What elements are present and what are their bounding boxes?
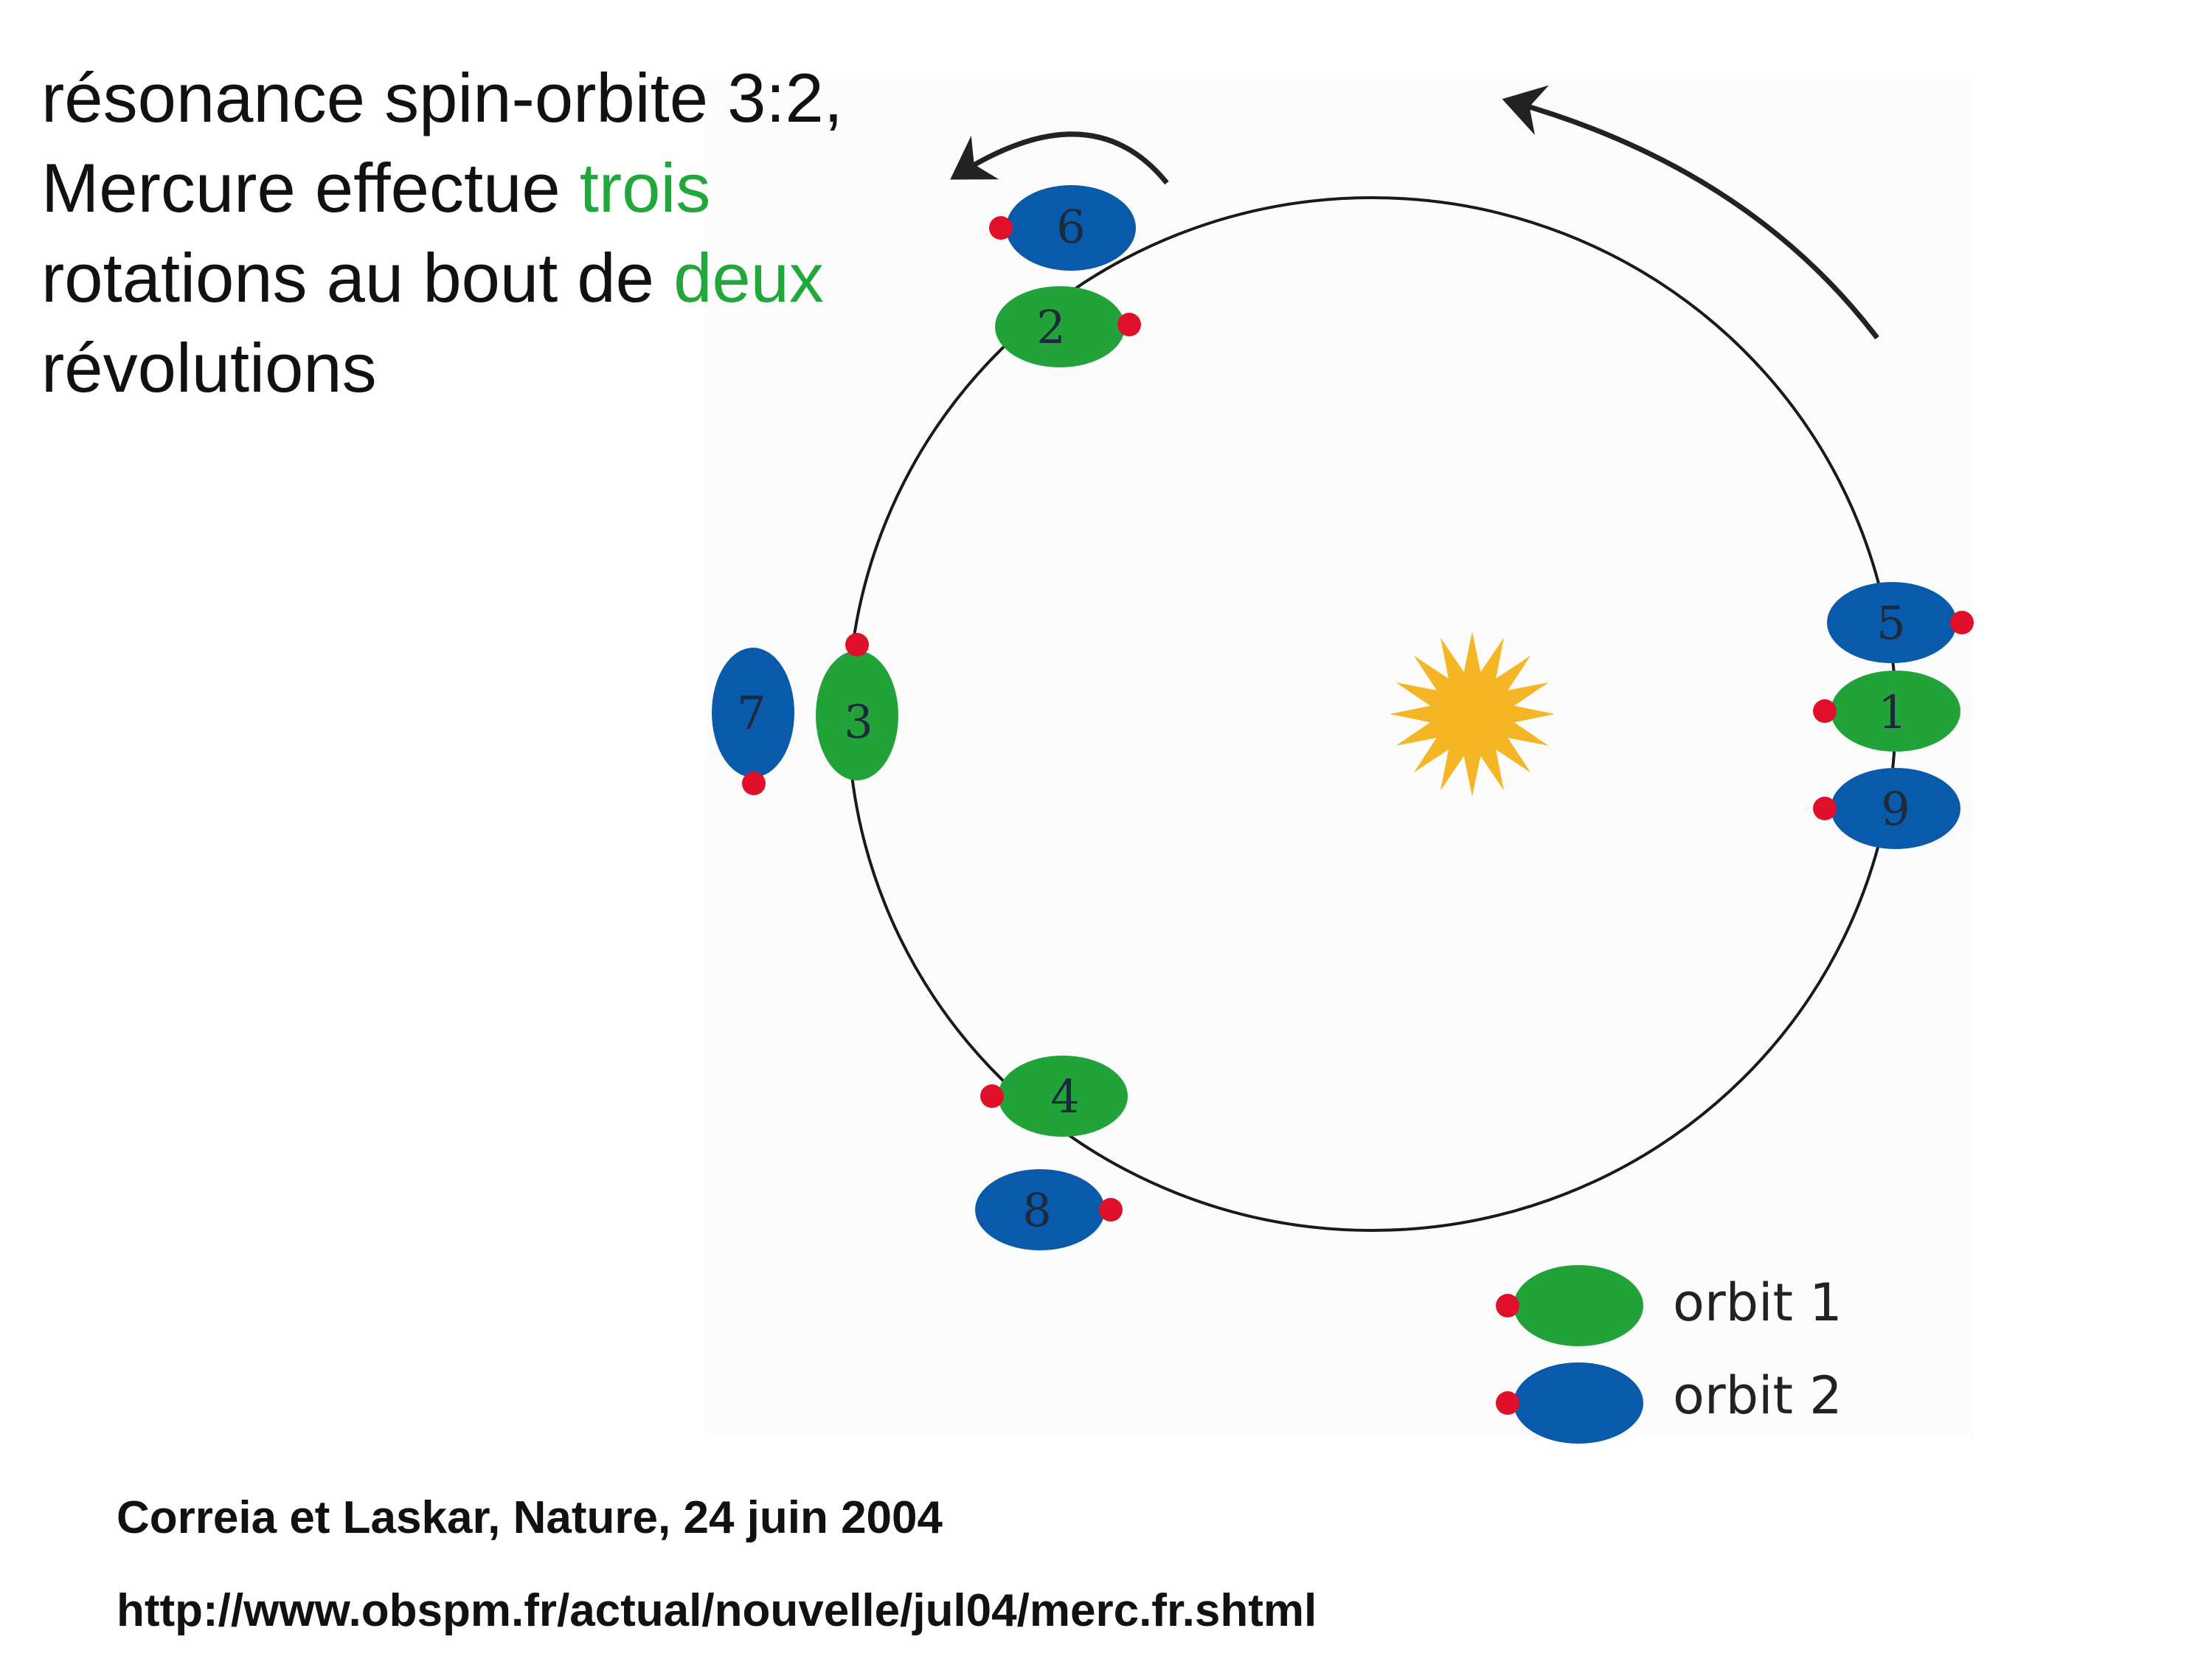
position-label: 4 bbox=[1050, 1070, 1079, 1123]
surface-marker bbox=[1099, 1198, 1123, 1222]
caption-text: rotations au bout de bbox=[41, 239, 674, 316]
legend-label: orbit 2 bbox=[1673, 1365, 1842, 1426]
planet-position-3: 3 bbox=[816, 633, 898, 780]
surface-marker bbox=[1813, 699, 1837, 723]
planet-position-4: 4 bbox=[980, 1056, 1128, 1137]
surface-marker bbox=[1950, 611, 1974, 634]
planet-body bbox=[1827, 582, 1957, 663]
caption-line-1: résonance spin-orbite 3:2, bbox=[41, 59, 843, 136]
caption: résonance spin-orbite 3:2, Mercure effec… bbox=[41, 53, 843, 413]
surface-marker bbox=[845, 633, 869, 657]
planet-body bbox=[1006, 185, 1136, 271]
position-label: 7 bbox=[737, 686, 766, 740]
planet-position-1: 1 bbox=[1813, 671, 1960, 752]
legend-swatch bbox=[1514, 1265, 1643, 1346]
planet-position-8: 8 bbox=[975, 1169, 1123, 1250]
surface-marker bbox=[742, 772, 766, 795]
planet-position-6: 6 bbox=[989, 185, 1136, 271]
surface-marker bbox=[1496, 1391, 1519, 1415]
planet-body bbox=[998, 1056, 1128, 1137]
caption-highlight: trois bbox=[579, 149, 711, 226]
position-label: 2 bbox=[1036, 300, 1065, 354]
planet-body bbox=[816, 651, 898, 780]
reference-citation: Correia et Laskar, Nature, 24 juin 2004 bbox=[117, 1492, 943, 1543]
spin-direction-arrow bbox=[950, 131, 1169, 185]
orbit-direction-arrow bbox=[1502, 85, 1879, 340]
position-label: 9 bbox=[1881, 782, 1910, 836]
sun-icon bbox=[1390, 631, 1555, 797]
legend-item-orbit1: orbit 1 bbox=[1496, 1265, 1842, 1346]
planet-position-7: 7 bbox=[712, 648, 794, 795]
caption-highlight: deux bbox=[673, 239, 824, 316]
planet-position-5: 5 bbox=[1827, 582, 1974, 663]
position-label: 3 bbox=[844, 695, 873, 749]
surface-marker bbox=[980, 1084, 1004, 1108]
surface-marker bbox=[1813, 797, 1837, 820]
planet-body bbox=[975, 1169, 1105, 1250]
position-label: 6 bbox=[1056, 200, 1085, 254]
caption-line-3: rotations au bout de deux bbox=[41, 233, 843, 323]
planet-position-2: 2 bbox=[995, 286, 1141, 367]
legend-label: orbit 1 bbox=[1673, 1272, 1842, 1333]
position-label: 5 bbox=[1876, 596, 1905, 650]
surface-marker bbox=[1117, 313, 1141, 336]
caption-text: Mercure effectue bbox=[41, 149, 580, 226]
figure-background bbox=[704, 81, 1973, 1438]
legend-item-orbit2: orbit 2 bbox=[1496, 1362, 1842, 1444]
position-label: 8 bbox=[1022, 1183, 1051, 1237]
planet-body bbox=[712, 648, 794, 777]
source-url: http://www.obspm.fr/actual/nouvelle/jul0… bbox=[117, 1585, 1317, 1636]
position-label: 1 bbox=[1878, 685, 1907, 739]
planet-position-9: 9 bbox=[1813, 768, 1960, 849]
surface-marker bbox=[989, 216, 1013, 240]
caption-line-4: révolutions bbox=[41, 329, 377, 406]
planet-body bbox=[1831, 768, 1960, 849]
legend: orbit 1 orbit 2 bbox=[1496, 1265, 1842, 1444]
caption-line-2: Mercure effectue trois bbox=[41, 143, 843, 233]
legend-swatch bbox=[1514, 1362, 1643, 1444]
planet-body bbox=[995, 286, 1125, 367]
planet-body bbox=[1831, 671, 1960, 752]
surface-marker bbox=[1496, 1294, 1519, 1317]
